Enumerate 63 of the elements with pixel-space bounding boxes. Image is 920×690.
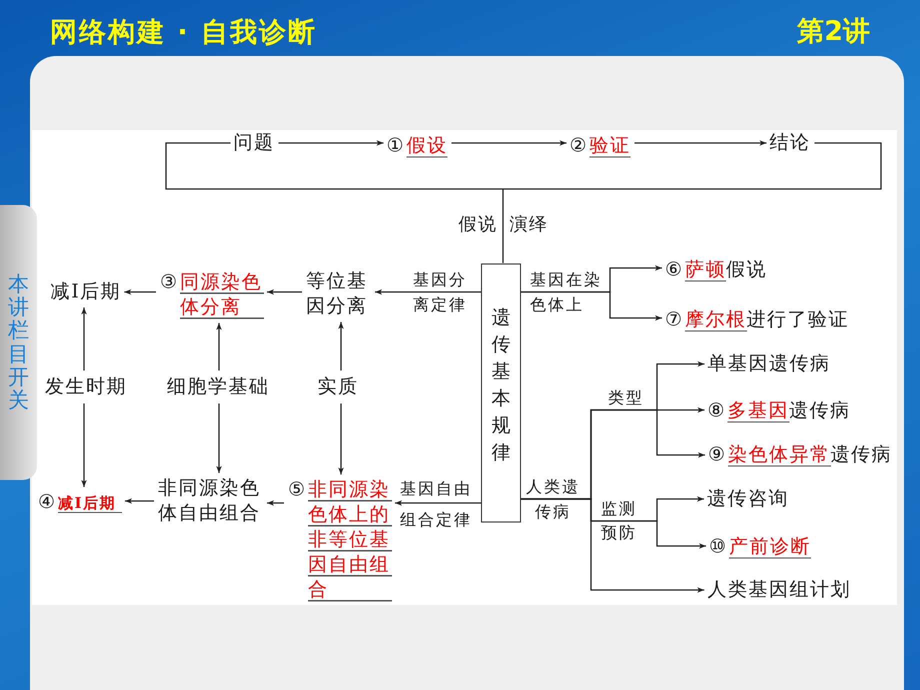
arrow [216,404,222,473]
arrow [216,323,222,370]
arrow [278,140,384,146]
fill-in-line: 产前诊断 [729,536,811,558]
question-number: ⑨ [708,442,726,468]
connector-line [165,142,882,190]
concept-label: 遗传病 [789,400,850,422]
line-label: 假说 [458,213,498,237]
edge-label: 基因分离定律 [413,269,468,316]
question-number: ② [570,134,588,158]
concept-label: 细胞学基础 [166,374,270,400]
connector-line [502,189,504,263]
fill-in-line: 染色体异常 [728,444,830,466]
arrow [124,289,156,295]
question-number: ① [386,134,405,158]
concept-box: 遗传基本规律 [481,263,521,522]
question-number: ⑤ [288,478,306,502]
arrow [267,289,302,295]
question-number: ⑧ [708,398,726,424]
concept-label: 假说 [726,258,767,280]
arrow [338,322,344,370]
arrow [267,500,284,506]
concept-label: 人类基因组计划 [707,578,851,602]
fill-in-line: 减I后期 [58,494,122,513]
arrow [521,291,662,321]
arrow [452,140,566,146]
side-tab-button: 本讲栏目开关 [0,205,37,480]
concept-label: 减Ⅰ后期 [50,280,122,304]
arrow [395,500,481,506]
line-label: 演绎 [510,213,548,237]
question-number: ③ [160,270,178,295]
concept-label: 进行了验证 [746,308,849,330]
concept-label: 非同源染色体自由组合 [158,476,264,526]
fill-in-line: 萨顿 [685,258,726,282]
question-number: ⑩ [709,534,728,560]
concept-label: 等位基因分离 [306,269,372,319]
edge-label: 基因在染色体上 [530,269,603,316]
arrow [338,404,344,474]
concept-label: 单基因遗传病 [708,352,830,376]
concept-label: 实质 [318,374,358,400]
lesson-number: 第2讲 [797,15,870,49]
fill-in-line: 多基因 [728,400,789,422]
arrow [521,498,704,593]
concept-label: 问题 [234,130,274,156]
edge-label: 基因自由组合定律 [400,478,473,531]
edge-label: 监测预防 [601,498,638,544]
edge-label: 人类遗传病 [525,476,581,523]
slide-title: 网络构建 · 自我诊断 [50,16,318,50]
question-number: ⑥ [665,258,684,282]
fill-in-line: 验证 [590,134,630,158]
arrow [81,308,87,370]
concept-label: 结论 [770,130,810,156]
fill-in-line: 假设 [406,134,448,158]
fill-in-line: 摩尔根 [685,308,746,332]
arrow [375,289,481,295]
question-number: ⑦ [665,308,684,332]
concept-label: 遗传病 [830,444,892,466]
arrow [634,140,766,146]
arrow [81,404,87,487]
question-number: ④ [38,490,56,515]
concept-label: 遗传咨询 [707,486,789,512]
concept-label: 发生时期 [45,374,127,400]
arrow [125,498,154,504]
